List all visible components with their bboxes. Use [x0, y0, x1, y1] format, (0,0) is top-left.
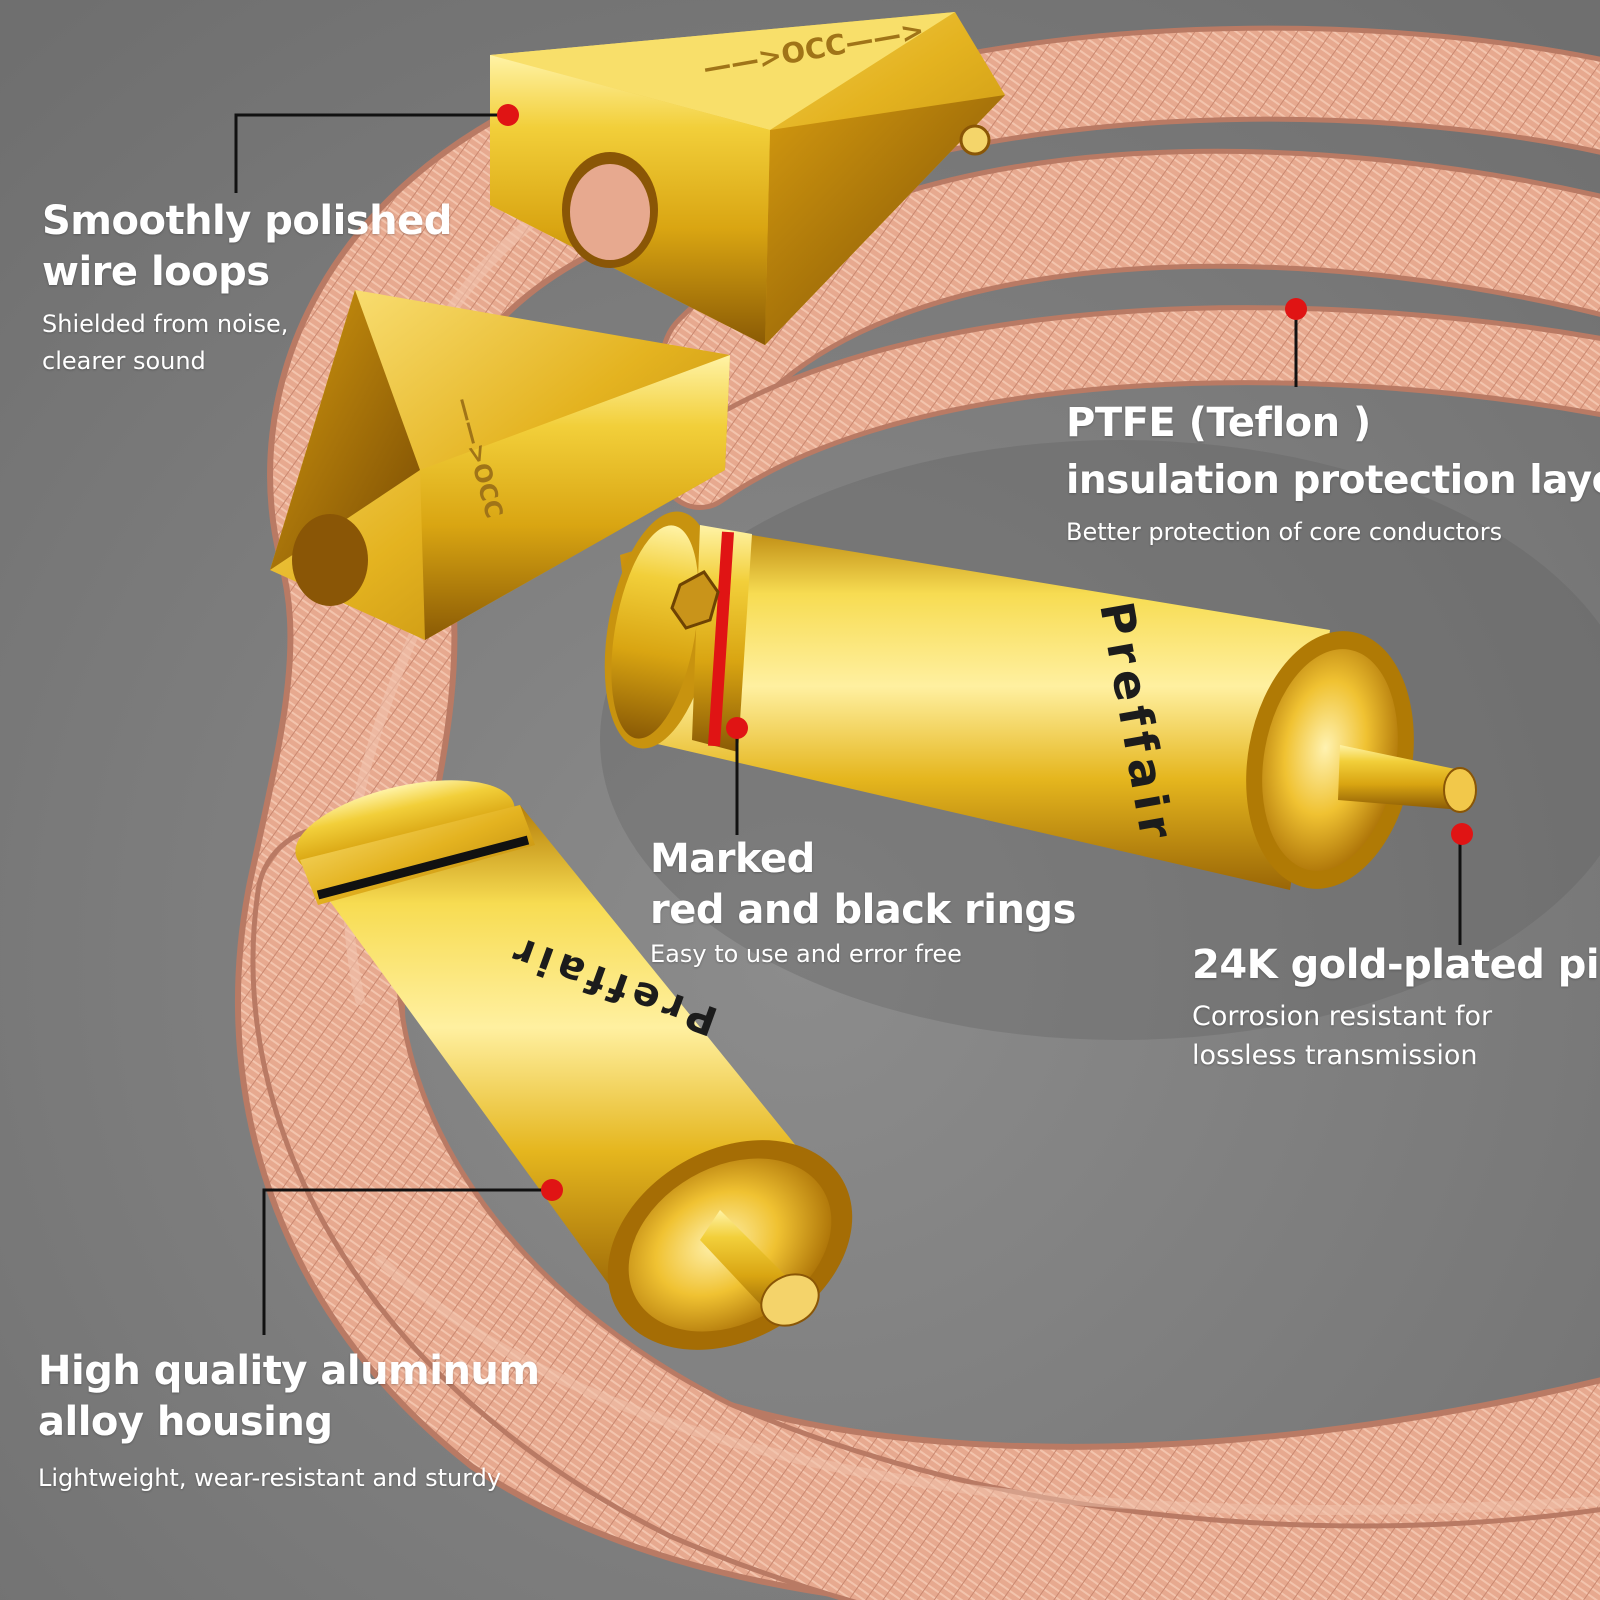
callout-description: Corrosion resistant for lossless transmi… [1192, 1001, 1493, 1071]
callout-title: Smoothly polished wire loops [42, 198, 452, 295]
callout-wire-loops: Smoothly polished wire loops Shielded fr… [42, 196, 452, 380]
callout-markers [497, 104, 1473, 1201]
lower-occ-block: ——>OCC [270, 290, 730, 640]
callout-title: PTFE (Teflon ) insulation protection lay… [1066, 400, 1600, 503]
callout-title: 24K gold-plated pin [1192, 942, 1600, 988]
rca-connector-black: Preffair [295, 780, 853, 1350]
leader-lines [234, 113, 1462, 1335]
marker-pin [1451, 823, 1473, 845]
callout-title: High quality aluminum alloy housing [38, 1348, 540, 1445]
callout-description: Easy to use and error free [650, 940, 962, 968]
marker-ptfe [1285, 298, 1307, 320]
callout-ptfe-layer: PTFE (Teflon ) insulation protection lay… [1066, 394, 1600, 551]
marker-housing [541, 1179, 563, 1201]
marker-loops [497, 104, 519, 126]
callout-gold-pin: 24K gold-plated pin Corrosion resistant … [1192, 940, 1600, 1075]
rca-connector-red: Preffair [604, 511, 1477, 890]
marker-rings [726, 717, 748, 739]
callout-rings: Marked red and black rings Easy to use a… [650, 834, 1076, 973]
callout-title: Marked red and black rings [650, 836, 1076, 933]
callout-description: Lightweight, wear-resistant and sturdy [38, 1464, 502, 1492]
callout-description: Better protection of core conductors [1066, 518, 1503, 546]
callout-description: Shielded from noise, clearer sound [42, 310, 289, 375]
callout-housing: High quality aluminum alloy housing Ligh… [38, 1346, 540, 1497]
